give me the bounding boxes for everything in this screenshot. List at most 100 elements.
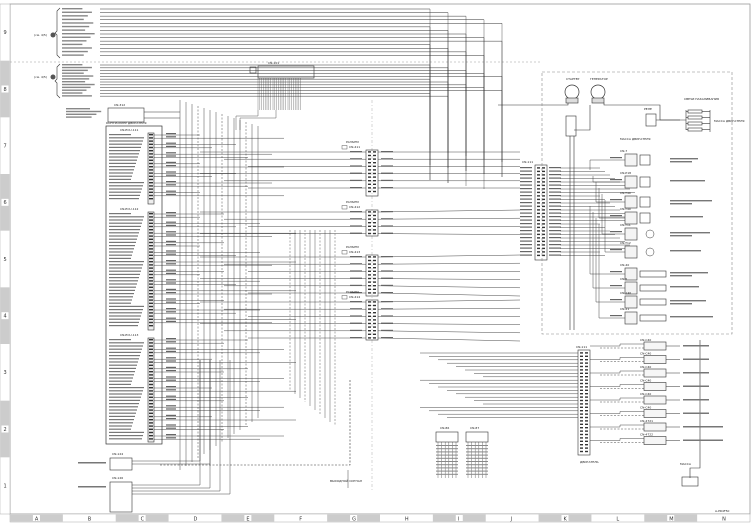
- injector-name: [683, 439, 723, 441]
- pin: [585, 393, 588, 395]
- pin: [542, 212, 545, 215]
- wire-code: [166, 386, 176, 388]
- column-letter-bg: [85, 515, 93, 521]
- wire-code: [166, 414, 176, 416]
- signal-label: [62, 75, 94, 77]
- wire-code: [166, 308, 176, 310]
- ecu-pin: [149, 182, 153, 184]
- pin: [580, 362, 583, 364]
- wire: [377, 299, 521, 303]
- pin: [373, 330, 376, 332]
- row-number-bg: [1, 28, 9, 36]
- wire-code: [549, 174, 561, 176]
- ecu-pin: [149, 283, 153, 285]
- ecu-pin-name: [109, 358, 139, 360]
- ecu-pin: [149, 348, 153, 350]
- wire-code: [520, 237, 532, 239]
- footer-label: ДВИГАТЕЛЬ: [580, 460, 599, 464]
- component-description: [670, 161, 692, 163]
- pin: [537, 191, 540, 194]
- pin: [542, 237, 545, 239]
- wire-code: [166, 405, 176, 407]
- pin: [368, 277, 371, 280]
- connector-label: CN-414: [349, 295, 360, 299]
- ecu-pin-name: [109, 166, 135, 168]
- signal-label: [62, 36, 91, 38]
- ecu-pin: [149, 232, 153, 234]
- actuator-body: [639, 270, 667, 278]
- pin: [542, 177, 545, 180]
- wire-code: [549, 177, 561, 179]
- connector-label: CN-101: [268, 61, 279, 65]
- signal-label: [62, 8, 83, 10]
- ecu-pin-name: [109, 403, 139, 405]
- wire-code: [166, 253, 176, 255]
- glow-plug: [687, 109, 703, 114]
- ecu-pin: [149, 143, 153, 145]
- row-number-3: 3: [4, 370, 7, 376]
- wire-code: [520, 212, 532, 214]
- ecu-pin-name: [109, 302, 131, 304]
- ecu-pin-name: [109, 216, 144, 218]
- ecu-pin-name: [109, 364, 137, 366]
- wire-code: [166, 155, 176, 157]
- pin: [368, 165, 371, 167]
- ecu-pin: [149, 213, 153, 215]
- pin: [368, 162, 371, 164]
- pin: [368, 225, 371, 227]
- wire-code: [166, 341, 176, 343]
- wire-code: [166, 292, 176, 294]
- wire: [590, 438, 644, 441]
- component-description: [670, 203, 692, 205]
- pin: [373, 256, 376, 258]
- row-number-bg: [1, 255, 9, 263]
- pin: [368, 263, 371, 265]
- signal-label: [62, 25, 90, 28]
- ecu-section-label: CN-ECU-111: [120, 128, 139, 132]
- pin: [368, 319, 371, 321]
- wire-code: [381, 218, 393, 220]
- injector-name: [683, 399, 709, 401]
- pin: [580, 355, 583, 357]
- ground-terminal: [681, 476, 699, 487]
- engine-compartment-boundary: [541, 71, 733, 335]
- sensor-body: [639, 154, 651, 166]
- column-letter-bg: [297, 515, 305, 521]
- description-text: [66, 116, 92, 118]
- connector-cn-t40: [624, 195, 638, 209]
- ecu-pin-name: [109, 264, 143, 266]
- row-number-bg: [1, 368, 9, 376]
- ecu-pin: [149, 383, 153, 386]
- pin: [368, 288, 371, 290]
- ecu-pin: [149, 137, 153, 139]
- ecu-pin: [149, 222, 153, 224]
- ecu-pin: [149, 387, 153, 389]
- connector-label: CN-111: [522, 160, 533, 164]
- wire: [377, 285, 521, 289]
- reference-icon: [50, 74, 56, 80]
- pin-grid: [466, 473, 488, 475]
- ecu-pin: [149, 377, 153, 379]
- wire-code: [381, 187, 393, 189]
- ecu-title: КОНТРОЛЛЕР ДВИГАТЕЛЯ: [106, 121, 147, 125]
- column-letter-A: A: [35, 517, 39, 523]
- column-letter-bg: [191, 515, 199, 521]
- signal-label: [62, 64, 83, 66]
- connector-label: CN-T40: [620, 207, 631, 211]
- pin: [580, 413, 583, 415]
- ecu-pin-name: [109, 219, 143, 221]
- wire-code: [549, 240, 561, 242]
- pin: [373, 333, 376, 335]
- wire-code: [381, 315, 393, 317]
- ecu-pin: [149, 198, 153, 200]
- pin: [368, 281, 371, 283]
- ecu-pin: [149, 238, 153, 240]
- signal-label: [62, 22, 94, 24]
- wire: [377, 217, 521, 220]
- pin: [542, 254, 545, 257]
- wire: [160, 380, 351, 466]
- ecu-pin-name: [109, 185, 143, 187]
- pin: [585, 379, 588, 381]
- starter-label: СТАРТЕР: [566, 77, 580, 81]
- ecu-pin-name: [109, 412, 136, 414]
